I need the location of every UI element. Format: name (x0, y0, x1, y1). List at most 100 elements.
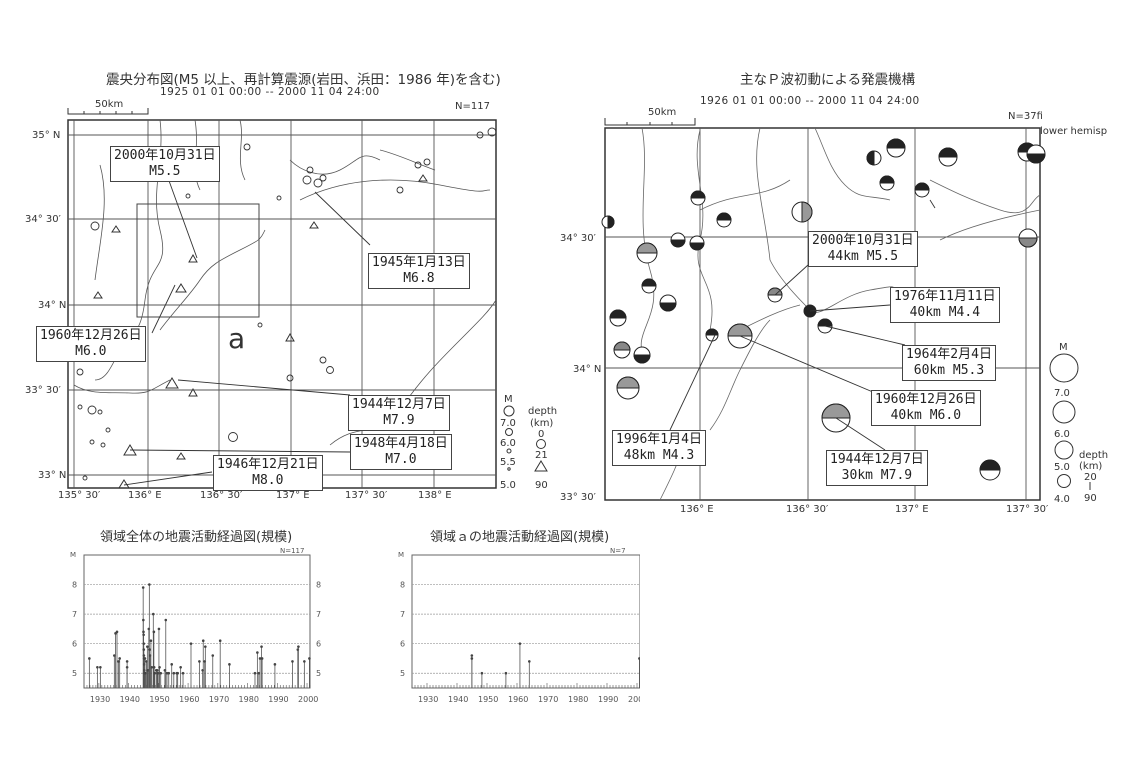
event-marker (480, 671, 484, 675)
event-marker (88, 657, 91, 660)
lat-label: 34° N (38, 300, 66, 311)
plot-frame (83, 554, 311, 689)
event-marker (150, 666, 154, 669)
event-marker (256, 651, 259, 654)
lon-label: 136° E (680, 504, 714, 515)
event-marker (297, 645, 300, 648)
right-map-period: 1926 01 01 00:00 -- 2000 11 04 24:00 (700, 95, 920, 107)
event-marker (147, 627, 151, 631)
callout-info: 60km M5.3 (913, 363, 985, 378)
event-marker (260, 645, 263, 648)
x-tick-label: 2000 (298, 695, 318, 704)
y-axis-label: M (70, 551, 76, 559)
legend-mag-value: 4.0 (1054, 494, 1070, 505)
event-marker (142, 633, 145, 637)
event-marker (96, 666, 99, 669)
event-marker (291, 660, 294, 663)
x-tick-label: 1990 (598, 695, 618, 704)
beachball-icon (1026, 144, 1046, 164)
left-map-count: N=117 (455, 101, 490, 112)
event-marker (158, 666, 161, 669)
event-marker (143, 657, 147, 660)
callout-1976-11-11-mech: 1976年11月11日 40km M4.4 (890, 287, 1000, 323)
right-map-legend-symbols (1049, 353, 1091, 490)
event-marker (142, 648, 146, 651)
legend-mag-value: 5.0 (1054, 462, 1070, 473)
left-map-scale-label: 50km (95, 99, 124, 110)
legend-depth-top: 20 (1084, 472, 1097, 483)
lon-label: 136° 30′ (200, 490, 243, 500)
beachball-icon (879, 175, 895, 191)
event-marker (260, 657, 264, 660)
chart-whole-title: 領域全体の地震活動経過図(規模) (100, 530, 293, 545)
event-marker (142, 654, 146, 657)
event-marker (155, 668, 159, 672)
legend-mag-header: M (1059, 342, 1068, 353)
callout-info: M8.0 (252, 473, 284, 488)
y-tick-label: 7 (72, 610, 77, 619)
event-marker (228, 663, 231, 666)
event-marker (148, 648, 151, 651)
beachball-icon (636, 242, 658, 264)
event-marker (146, 645, 149, 648)
lon-label: 137° 30′ (345, 490, 388, 500)
event-marker (181, 671, 185, 675)
callout-info: 40km M4.4 (909, 305, 981, 320)
right-map: 34° 30′ 34° N 33° 30′ 136° E 136° 30′ 13… (560, 118, 1108, 515)
beachball-icon (659, 294, 677, 312)
legend-depth-bottom: 90 (1084, 493, 1097, 504)
event-marker (303, 660, 306, 663)
callout-1964-02-04-mech: 1964年2月4日 60km M5.3 (902, 345, 996, 381)
event-marker (156, 671, 160, 675)
beachball-icon (689, 235, 705, 251)
event-marker (157, 627, 161, 631)
callout-info: M5.5 (149, 164, 181, 179)
x-tick-label: 1940 (448, 695, 468, 704)
left-map-coastline (73, 119, 497, 446)
right-map-scale-bar (604, 118, 696, 126)
callout-info: M7.9 (383, 413, 415, 428)
y-tick-label: 5 (72, 669, 77, 678)
lon-label: 138° E (418, 490, 452, 500)
x-tick-label: 1970 (209, 695, 229, 704)
callout-date: 1948年4月18日 (354, 436, 448, 451)
event-marker (204, 645, 207, 648)
right-map-frame (604, 127, 1041, 501)
right-map-title: 主なＰ波初動による発震機構 (740, 72, 916, 88)
beachball-icon (914, 182, 930, 198)
event-marker (504, 671, 508, 675)
left-map-period: 1925 01 01 00:00 -- 2000 11 04 24:00 (160, 86, 380, 98)
event-marker (172, 671, 176, 675)
right-map-lat-labels: 34° 30′ 34° N 33° 30′ (560, 233, 601, 503)
callout-1996-01-04-mech: 1996年1月4日 48km M4.3 (612, 430, 706, 466)
event-marker (142, 630, 145, 634)
event-marker (201, 639, 205, 643)
y-tick-label: 8 (400, 581, 405, 590)
beachball-icon (670, 232, 686, 248)
left-map-lon-labels: 135° 30′ 136° E 136° 30′ 137° E 137° 30′… (58, 490, 452, 500)
callout-1945-01-13: 1945年1月13日 M6.8 (368, 253, 470, 289)
right-map-legend-text: M 7.0 6.0 5.0 4.0 depth (km) 20 90 (1054, 342, 1108, 505)
callout-info: 40km M6.0 (890, 408, 962, 423)
legend-mag-value: 5.0 (500, 480, 516, 491)
y-axis-label: M (398, 551, 404, 559)
event-marker (125, 666, 129, 669)
callout-1960-12-26-mech: 1960年12月26日 40km M6.0 (871, 390, 981, 426)
event-marker (151, 612, 155, 616)
event-marker (218, 639, 222, 643)
event-marker (179, 666, 182, 669)
x-tick-label: 1950 (478, 695, 498, 704)
legend-depth-unit: (km) (530, 418, 553, 429)
left-map-lat-labels: 35° N 34° 30′ 34° N 33° 30′ 33° N (25, 130, 66, 481)
lon-label: 136° E (128, 490, 162, 500)
left-map-leader-lines (123, 177, 371, 486)
x-tick-label: 1960 (179, 695, 199, 704)
left-map-deep-events (93, 174, 428, 489)
beachball-icon (979, 459, 1001, 481)
lat-label: 33° N (38, 470, 66, 481)
region-a-box (136, 203, 260, 318)
event-marker (167, 671, 171, 675)
event-marker (118, 657, 121, 660)
